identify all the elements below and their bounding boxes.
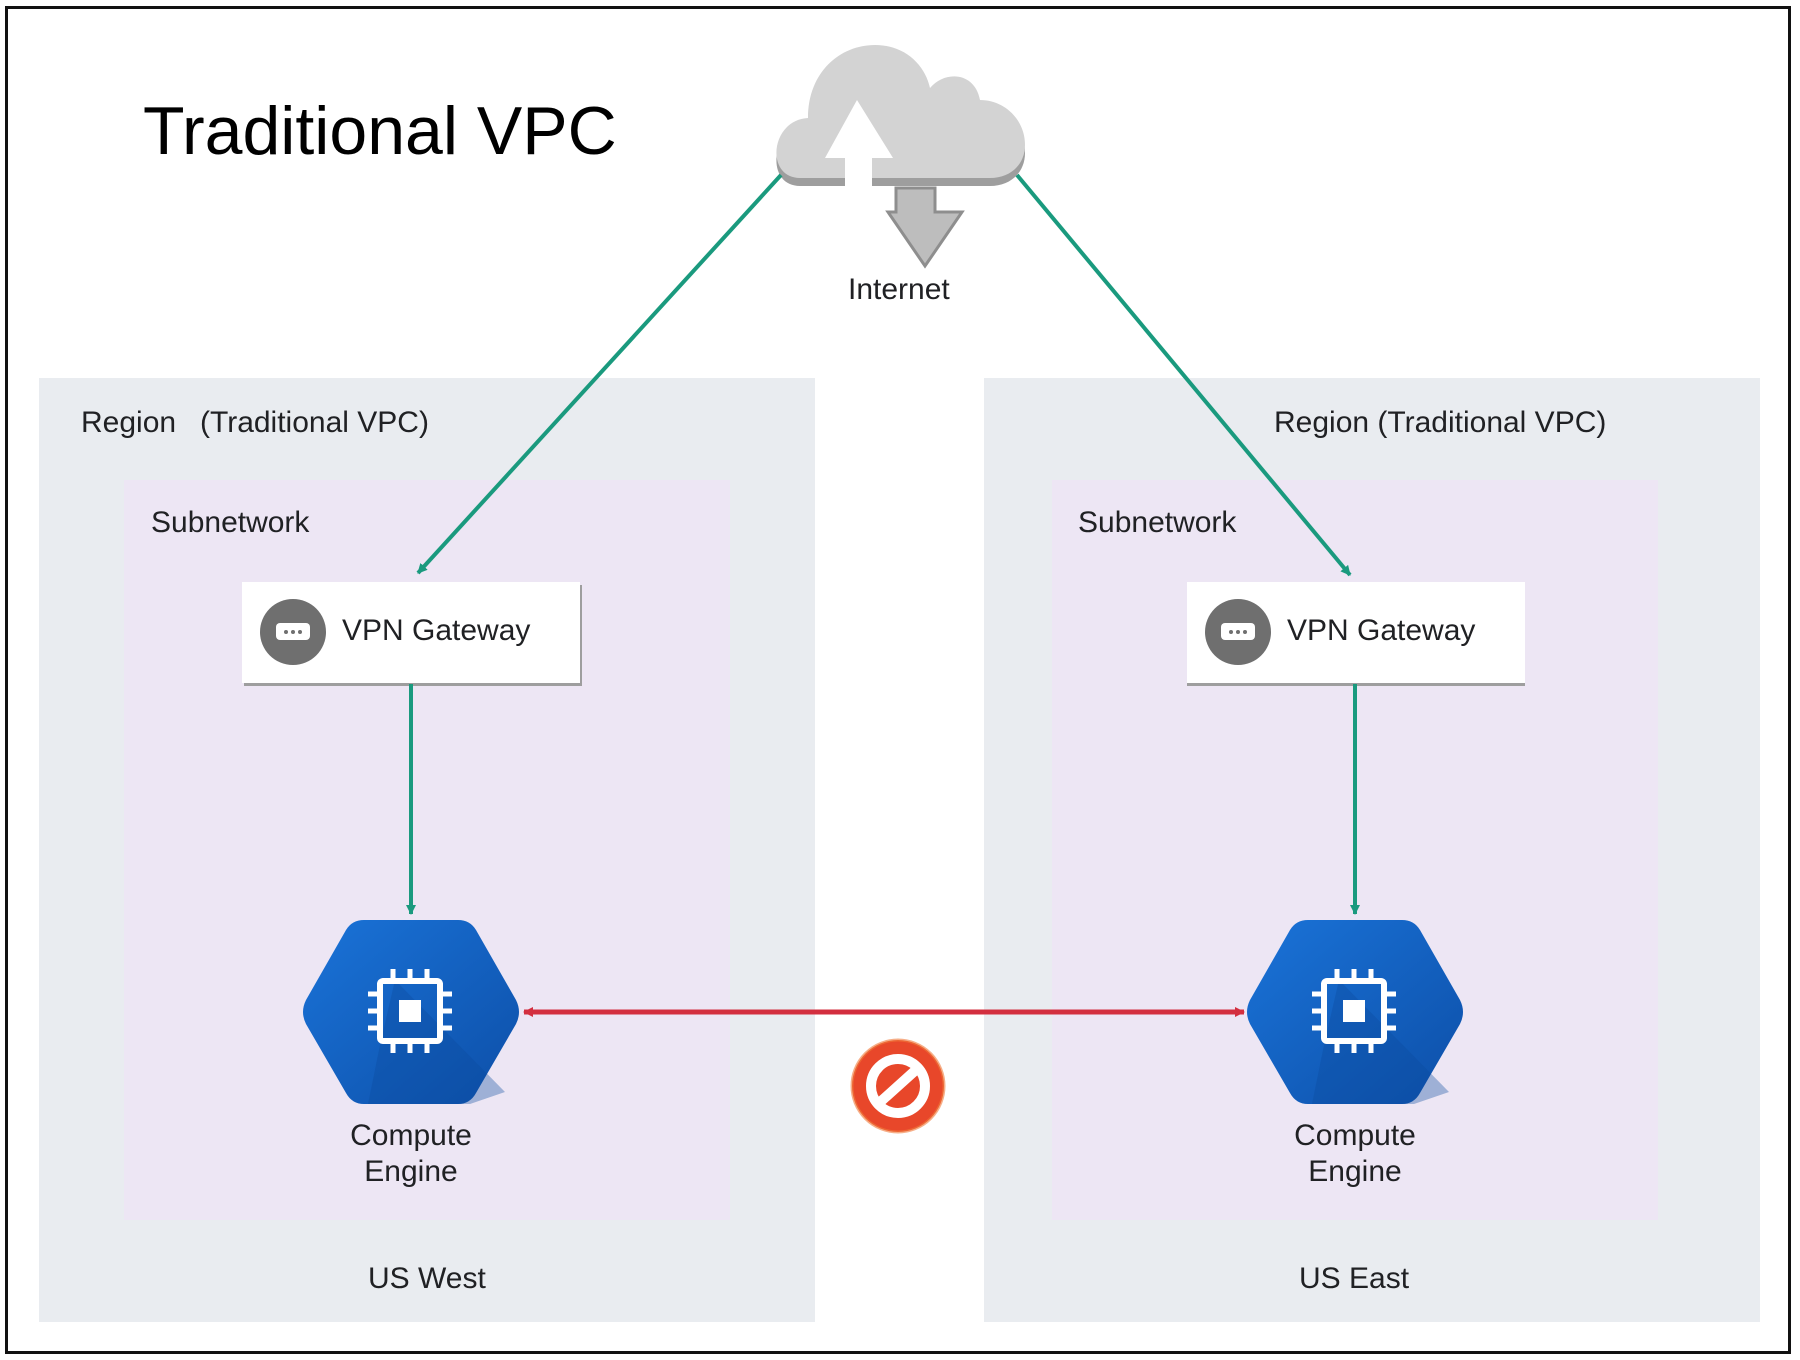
compute-engine-label-line1: Compute: [350, 1119, 472, 1152]
region-label-west: Region: [81, 406, 177, 439]
vpn-gateway-west[interactable]: VPN Gateway: [242, 582, 580, 683]
vpn-gateway-label: VPN Gateway: [342, 614, 531, 647]
compute-engine-label-line2: Engine: [364, 1155, 458, 1188]
vpn-gateway-label: VPN Gateway: [1287, 614, 1476, 647]
vpn-gateway-icon: [1205, 599, 1271, 665]
compute-engine-icon[interactable]: [1247, 920, 1463, 1104]
region-sublabel-west: (Traditional VPC): [200, 406, 429, 439]
diagram-title: Traditional VPC: [143, 93, 617, 169]
diagram-frame: [5, 6, 1791, 1354]
location-label-west: US West: [368, 1262, 486, 1295]
compute-engine-label-line1: Compute: [1294, 1119, 1416, 1152]
cloud-internet-icon: [776, 45, 1025, 269]
no-entry-icon: [850, 1038, 946, 1134]
compute-engine-label-line2: Engine: [1308, 1155, 1402, 1188]
subnetwork-label-east: Subnetwork: [1078, 506, 1237, 539]
subnetwork-label-west: Subnetwork: [151, 506, 310, 539]
compute-engine-icon[interactable]: [303, 920, 519, 1104]
compute-engine-label-east: Compute Engine: [1225, 1118, 1485, 1190]
connection-internet-to-gateway-east: [1015, 173, 1352, 577]
region-label-east: Region (Traditional VPC): [1274, 406, 1607, 439]
location-label-east: US East: [1299, 1262, 1410, 1295]
vpn-gateway-icon: [260, 599, 326, 665]
compute-engine-label-west: Compute Engine: [281, 1118, 541, 1190]
connection-internet-to-gateway-west: [416, 173, 783, 575]
vpn-gateway-east[interactable]: VPN Gateway: [1187, 582, 1525, 683]
internet-label: Internet: [848, 273, 950, 306]
